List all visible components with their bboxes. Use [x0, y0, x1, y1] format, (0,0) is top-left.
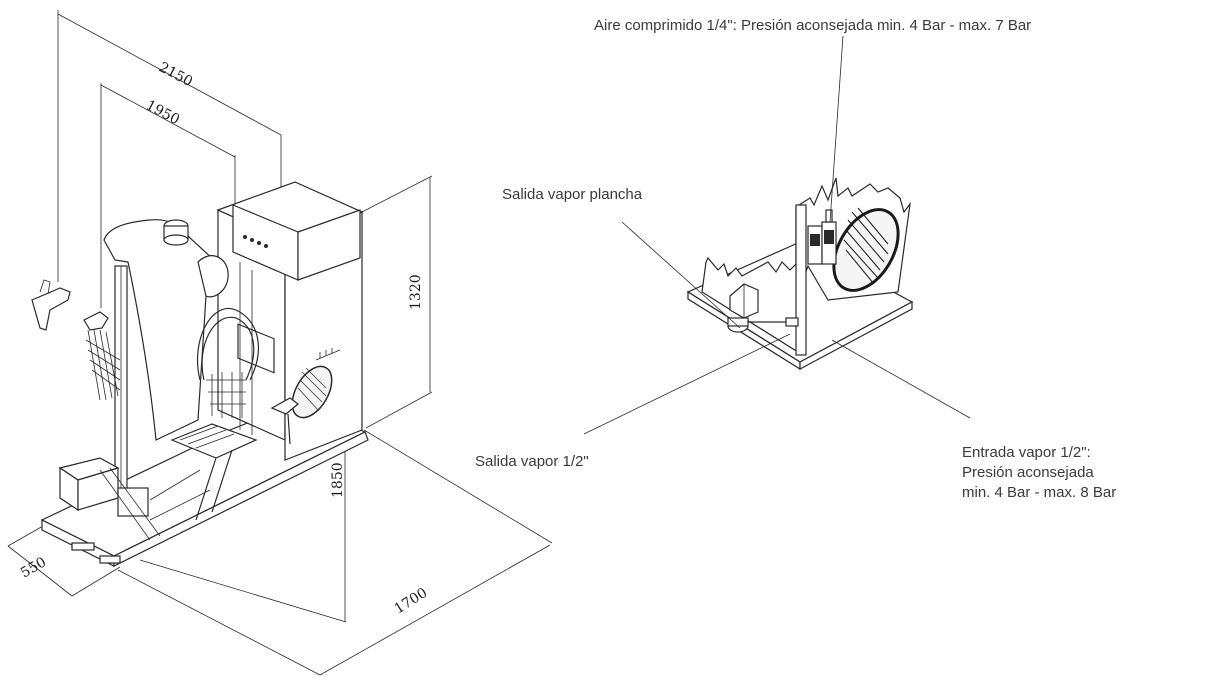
callout-steam-inlet: Entrada vapor 1/2": Presión aconsejada m…	[962, 443, 1116, 503]
callout-iron-steam-outlet: Salida vapor plancha	[502, 186, 643, 203]
dim-inner-width: 1950	[143, 97, 182, 128]
connections-detail-drawing	[686, 177, 914, 371]
dim-height-top-unit: 1320	[408, 274, 424, 310]
steam-inlet-line-2: Presión aconsejada	[962, 464, 1094, 481]
callout-leader-lines	[583, 35, 971, 435]
callout-steam-outlet: Salida vapor 1/2"	[475, 453, 589, 470]
callout-compressed-air: Aire comprimido 1/4": Presión aconsejada…	[594, 17, 1032, 34]
dim-total-height: 1850	[330, 462, 346, 498]
dim-front-width: 550	[18, 554, 49, 581]
dim-depth: 1700	[392, 585, 431, 617]
steam-inlet-line-3: min. 4 Bar - max. 8 Bar	[962, 484, 1117, 501]
steam-inlet-line-1: Entrada vapor 1/2":	[962, 444, 1091, 461]
pressing-machine-drawing	[31, 181, 369, 567]
dim-overall-width: 2150	[156, 59, 195, 90]
